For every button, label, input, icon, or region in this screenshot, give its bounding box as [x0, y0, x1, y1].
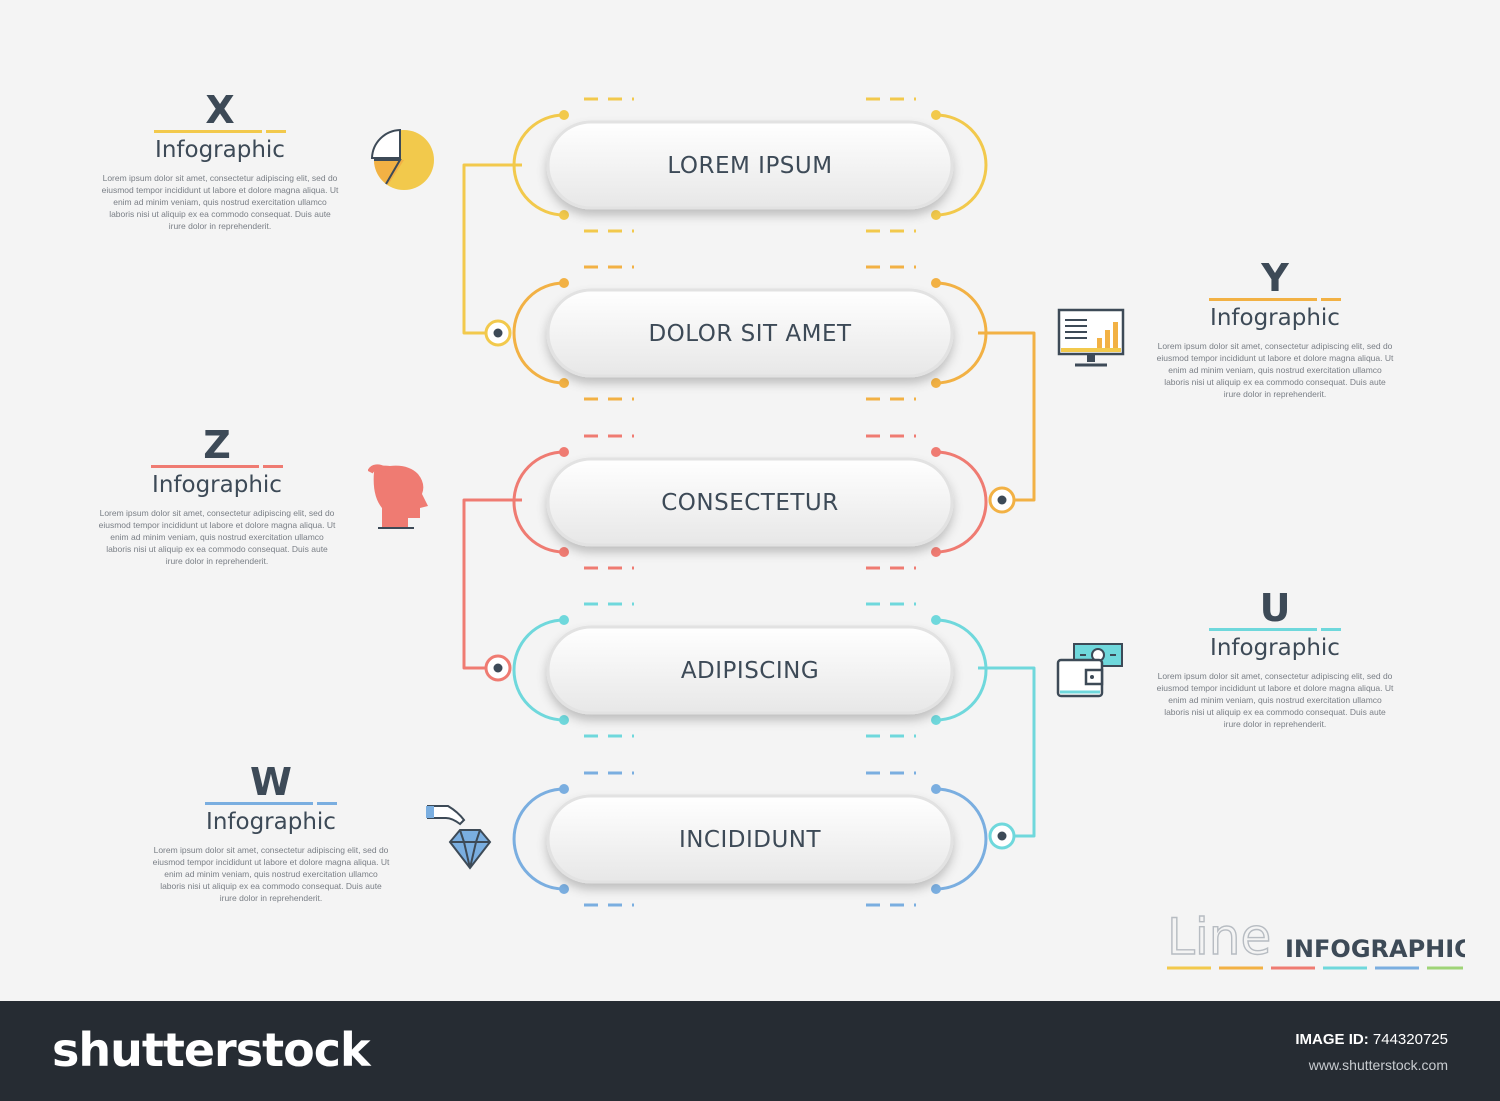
bracket-dot: [931, 547, 941, 557]
brand-logo: Line INFOGRAPHIC: [1165, 902, 1472, 982]
block-underline: [151, 465, 283, 469]
bracket-left: [512, 450, 565, 554]
text-block-x: X Infographic Lorem ipsum dolor sit amet…: [95, 90, 345, 232]
brand-logo-graphic: Line INFOGRAPHIC: [1166, 907, 1472, 970]
bracket-left: [512, 787, 565, 891]
text-block-z: Z Infographic Lorem ipsum dolor sit amet…: [92, 425, 342, 567]
bracket-dot: [931, 615, 941, 625]
stock-footer: shutterstock IMAGE ID: 744320725 www.shu…: [0, 1001, 1500, 1101]
block-underline: [1209, 298, 1341, 302]
bracket-dot: [931, 884, 941, 894]
block-letter: X: [205, 88, 235, 132]
connector-4-5: [978, 666, 1036, 838]
image-id: IMAGE ID: 744320725: [1295, 1031, 1448, 1048]
block-underline: [154, 130, 286, 134]
head-profile-icon: [368, 464, 428, 529]
step-label: CONSECTETUR: [661, 490, 839, 516]
bracket-dot: [559, 447, 569, 457]
bracket-dot: [931, 110, 941, 120]
step-label: INCIDIDUNT: [679, 827, 822, 853]
bracket-right: [935, 787, 988, 891]
monitor-chart-icon: [1057, 308, 1125, 367]
block-letter: W: [250, 760, 292, 804]
connector-node-center: [493, 663, 503, 673]
text-block-y: Y Infographic Lorem ipsum dolor sit amet…: [1150, 258, 1400, 400]
text-block-w: W Infographic Lorem ipsum dolor sit amet…: [146, 762, 396, 904]
block-underline: [1209, 628, 1341, 632]
step-5: INCIDIDUNT: [512, 771, 988, 907]
connector-node-center: [493, 328, 503, 338]
connector-node-center: [997, 831, 1007, 841]
footer-url[interactable]: www.shutterstock.com: [1308, 1057, 1448, 1073]
step-3: CONSECTETUR: [512, 434, 988, 570]
step-pill[interactable]: [546, 288, 954, 378]
hand-diamond-icon: [426, 805, 492, 870]
bracket-right: [935, 618, 988, 722]
step-4: ADIPISCING: [512, 602, 988, 738]
block-letter: Y: [1261, 256, 1289, 300]
connector-2-3: [978, 331, 1036, 502]
bracket-right: [935, 281, 988, 385]
bracket-dot: [559, 278, 569, 288]
image-id-label: IMAGE ID:: [1295, 1031, 1369, 1048]
pie-chart-icon: [370, 128, 434, 190]
footer-logo[interactable]: shutterstock: [52, 1023, 371, 1077]
block-letter: Z: [203, 423, 231, 467]
step-pill[interactable]: [546, 457, 954, 547]
block-title: Infographic: [152, 472, 282, 498]
image-id-value: 744320725: [1372, 1031, 1448, 1048]
step-label: ADIPISCING: [681, 658, 819, 684]
brand-line-text: Line: [1167, 908, 1271, 966]
block-body: Lorem ipsum dolor sit amet, consectetur …: [152, 845, 390, 903]
step-pill[interactable]: [546, 794, 954, 884]
block-title: Infographic: [1210, 305, 1340, 331]
block-body: Lorem ipsum dolor sit amet, consectetur …: [1156, 671, 1394, 729]
bracket-right: [935, 113, 988, 217]
text-block-u: U Infographic Lorem ipsum dolor sit amet…: [1150, 588, 1400, 730]
bracket-dot: [931, 278, 941, 288]
bracket-dot: [559, 210, 569, 220]
bracket-dot: [559, 378, 569, 388]
bracket-left: [512, 113, 565, 217]
bracket-right: [935, 450, 988, 554]
block-title: Infographic: [1210, 635, 1340, 661]
block-body: Lorem ipsum dolor sit amet, consectetur …: [98, 508, 336, 566]
block-title: Infographic: [206, 809, 336, 835]
bracket-left: [512, 281, 565, 385]
step-label: LOREM IPSUM: [667, 153, 832, 179]
step-2: DOLOR SIT AMET: [512, 265, 988, 401]
bracket-dot: [931, 447, 941, 457]
block-underline: [205, 802, 337, 806]
bracket-dot: [559, 715, 569, 725]
bracket-dot: [931, 715, 941, 725]
infographic-diagram: LOREM IPSUM DOLOR SIT AMET CONSECTETUR ADIP…: [462, 97, 1036, 907]
connector-1-2: [462, 163, 522, 335]
bracket-left: [512, 618, 565, 722]
block-letter: U: [1259, 586, 1291, 630]
block-body: Lorem ipsum dolor sit amet, consectetur …: [101, 173, 339, 231]
bracket-dot: [559, 884, 569, 894]
step-label: DOLOR SIT AMET: [648, 321, 852, 347]
bracket-dot: [931, 210, 941, 220]
bracket-dot: [559, 784, 569, 794]
step-pill[interactable]: [546, 625, 954, 715]
bracket-dot: [559, 547, 569, 557]
bracket-dot: [559, 110, 569, 120]
block-title: Infographic: [155, 137, 285, 163]
bracket-dot: [931, 378, 941, 388]
connector-3-4: [462, 498, 522, 670]
brand-word-text: INFOGRAPHIC: [1285, 935, 1465, 963]
connector-node-center: [997, 495, 1007, 505]
block-body: Lorem ipsum dolor sit amet, consectetur …: [1156, 341, 1394, 399]
bracket-dot: [559, 615, 569, 625]
step-1: LOREM IPSUM: [512, 97, 988, 233]
step-pill[interactable]: [546, 120, 954, 210]
bracket-dot: [931, 784, 941, 794]
wallet-money-icon: [1056, 643, 1123, 698]
